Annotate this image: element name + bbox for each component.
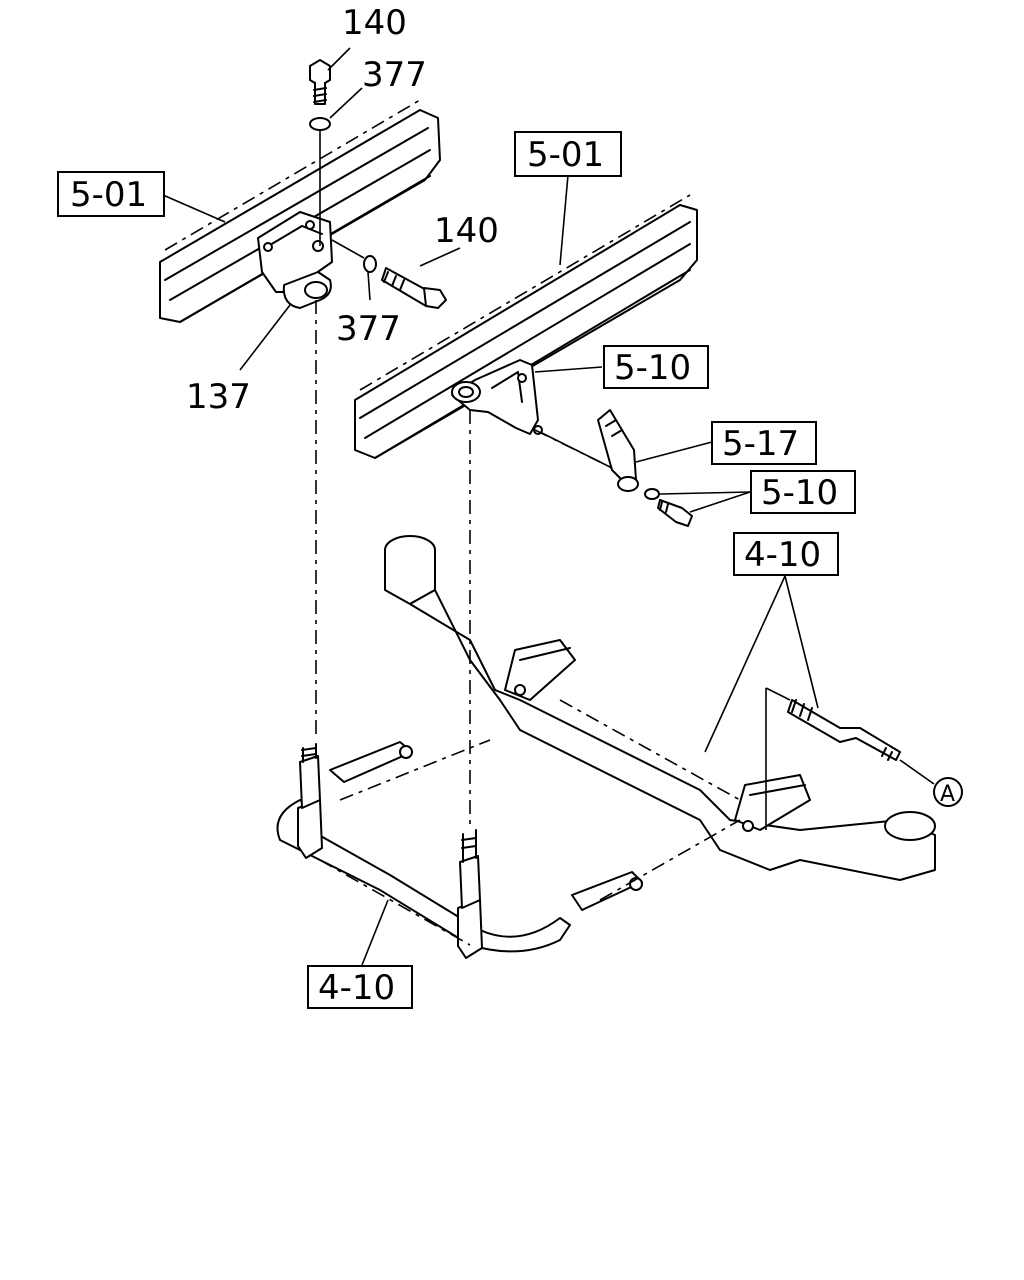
label-washer-377-side: 377 bbox=[336, 309, 401, 349]
callout-bracket-right: 5-10 bbox=[603, 345, 709, 389]
label-bolt-140-top: 140 bbox=[342, 3, 407, 43]
bolt-140-top bbox=[309, 59, 331, 105]
label-stabilizer-4-10: 4-10 bbox=[318, 968, 395, 1008]
callout-axle: 4-10 bbox=[733, 532, 839, 576]
bracket-137 bbox=[257, 211, 333, 309]
label-bolt-140-side: 140 bbox=[434, 211, 499, 251]
bolt-5-10-lower bbox=[644, 488, 693, 527]
bolt-140-side bbox=[381, 267, 447, 309]
label-link-5-17: 5-17 bbox=[722, 424, 799, 464]
label-frame-left: 5-01 bbox=[70, 175, 147, 215]
callout-frame-right: 5-01 bbox=[514, 131, 622, 177]
frame-rail-right bbox=[354, 204, 698, 459]
stabilizer-bar bbox=[276, 741, 643, 959]
washer-377-side bbox=[363, 255, 377, 273]
label-bracket-137: 137 bbox=[186, 377, 251, 417]
leader-lines bbox=[162, 47, 819, 966]
label-axle-4-10: 4-10 bbox=[744, 535, 821, 575]
callout-frame-left: 5-01 bbox=[57, 171, 165, 217]
ref-a-circle bbox=[933, 777, 963, 807]
label-ref-a: A bbox=[940, 782, 955, 807]
label-washer-377-top: 377 bbox=[362, 55, 427, 95]
label-bolt-5-10: 5-10 bbox=[761, 473, 838, 513]
washer-377-top bbox=[309, 117, 331, 131]
callout-bolt-link: 5-10 bbox=[750, 470, 856, 514]
label-frame-right: 5-01 bbox=[527, 135, 604, 175]
front-axle-4-10 bbox=[384, 535, 936, 881]
label-bracket-5-10: 5-10 bbox=[614, 348, 691, 388]
bracket-5-10 bbox=[451, 359, 543, 435]
stud-ref-a bbox=[787, 699, 963, 807]
link-5-17 bbox=[597, 409, 639, 492]
callout-link: 5-17 bbox=[711, 421, 817, 465]
callout-stabilizer: 4-10 bbox=[307, 965, 413, 1009]
